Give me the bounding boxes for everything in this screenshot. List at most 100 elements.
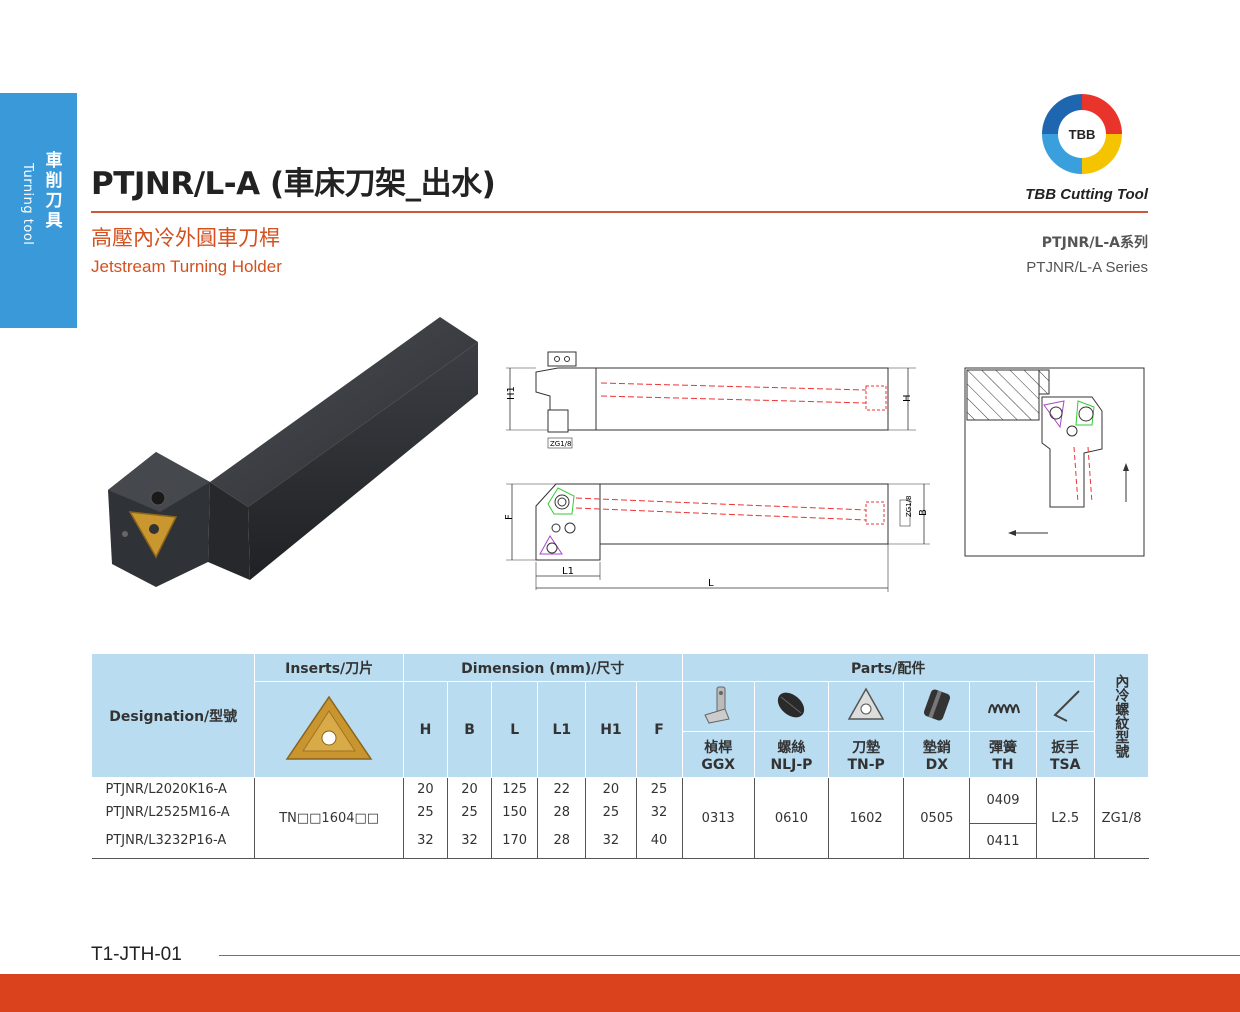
part-th-value-2: 0411 (969, 823, 1037, 859)
dim-l1-cell: 22 (537, 777, 586, 801)
pin-icon (923, 689, 950, 720)
inserts-header: Inserts/刀片 (254, 653, 404, 682)
part-code-nlj: NLJ-P (770, 756, 813, 773)
designation-cell: PTJNR/L2020K16-A (105, 781, 227, 797)
side-view-drawing: H1 H ZG1/8 (506, 351, 916, 449)
part-code-tnp: TN-P (847, 756, 885, 773)
part-name-th: 彈簧 (989, 739, 1018, 756)
designation-cell: PTJNR/L2525M16-A (105, 804, 230, 820)
dim-l-cell: 170 (491, 823, 538, 859)
logo-caption: TBB Cutting Tool (1025, 186, 1148, 203)
part-name-nlj: 螺絲 (777, 739, 806, 756)
dim-col-l: L (491, 681, 539, 778)
part-icon-cell-tsa (1035, 681, 1095, 732)
part-code-tsa: TSA (1049, 756, 1081, 773)
dim-h-cell: 20 (402, 777, 448, 801)
part-icon-cell-tnp (828, 681, 905, 732)
part-nlj-value: 0610 (753, 777, 829, 859)
insert-icon (285, 695, 373, 760)
dim-b-cell: 20 (446, 777, 492, 801)
part-ggx-value: 0313 (681, 777, 755, 859)
part-name-tsa: 扳手 (1051, 739, 1080, 756)
logo-text: TBB (1069, 127, 1096, 142)
subtitle-zh: 高壓內冷外圓車刀桿 (91, 226, 280, 250)
dim-l1-cell: 28 (537, 800, 586, 824)
coolant-thread-label: 內冷螺紋型號 (1113, 673, 1130, 758)
dim-f-cell: 40 (635, 823, 683, 859)
series-label-zh: PTJNR/L-A系列 (1041, 235, 1148, 251)
dim-l-cell: 150 (491, 800, 538, 824)
footer-divider (219, 955, 1240, 956)
dim-col-l1: L1 (537, 681, 587, 778)
dim-label-zg-top: ZG1/8 (905, 496, 913, 518)
dim-b-cell: 25 (446, 800, 492, 824)
footer-bar (0, 974, 1240, 1012)
parts-header: Parts/配件 (681, 653, 1095, 682)
page-code: T1-JTH-01 (91, 944, 182, 965)
screw-icon (778, 692, 805, 717)
dim-l-cell: 125 (491, 777, 538, 801)
lever-icon (704, 686, 730, 724)
part-icon-cell-th (969, 681, 1037, 732)
dim-h-cell: 32 (402, 823, 448, 859)
dim-h1-cell: 20 (585, 777, 636, 801)
side-category-tab: 車削刀具 Turning tool (0, 93, 77, 328)
designation-cell: PTJNR/L3232P16-A (91, 823, 255, 859)
part-code-ggx: GGX (701, 756, 736, 773)
application-view-drawing (964, 367, 1145, 557)
designation-header: Designation/型號 (90, 653, 256, 778)
series-label-en: PTJNR/L-A Series (1026, 259, 1148, 276)
part-name-ggx: 楨桿 (704, 739, 733, 756)
tbb-logo: TBB (1042, 94, 1122, 174)
dim-h-cell: 25 (402, 800, 448, 824)
dim-label-l: L (708, 578, 714, 589)
part-th-value-1: 0409 (969, 777, 1037, 824)
spec-table: Designation/型號 Inserts/刀片 Dimension (mm)… (90, 653, 1150, 859)
wrench-icon (1053, 689, 1080, 722)
dim-col-h1: H1 (585, 681, 637, 778)
page-title: PTJNR/L-A (車床刀架_出水) (91, 166, 496, 202)
coolant-thread-value: ZG1/8 (1093, 777, 1149, 859)
dim-col-f: F (635, 681, 683, 778)
dim-b-cell: 32 (446, 823, 492, 859)
dim-label-h: H (902, 394, 913, 402)
part-name-tnp: 刀墊 (852, 739, 881, 756)
part-icon-cell-dx (903, 681, 971, 732)
part-name-dx: 墊銷 (922, 739, 951, 756)
dim-l1-cell: 28 (537, 823, 586, 859)
coolant-thread-header: 內冷螺紋型號 (1093, 653, 1150, 778)
dim-col-b: B (446, 681, 493, 778)
dim-label-h1: H1 (506, 386, 517, 400)
dim-label-zg-side: ZG1/8 (550, 440, 572, 448)
table-row: PTJNR/L3232P16-A 32 32 170 28 32 40 0411 (91, 823, 1149, 859)
dim-label-f: F (504, 514, 515, 520)
part-icon-cell-nlj (753, 681, 830, 732)
dim-h1-cell: 25 (585, 800, 636, 824)
side-tab-label-en: Turning tool (20, 163, 35, 246)
part-code-th: TH (992, 756, 1014, 773)
product-photo (108, 317, 478, 587)
dim-f-cell: 25 (635, 777, 683, 801)
part-tsa-value: L2.5 (1035, 777, 1095, 859)
dimension-header: Dimension (mm)/尺寸 (402, 653, 683, 682)
part-tnp-value: 1602 (828, 777, 904, 859)
part-dx-value: 0505 (903, 777, 970, 859)
shim-icon (847, 686, 885, 720)
side-tab-label-zh: 車削刀具 (45, 151, 63, 231)
top-view-drawing: ZG1/8 B F L1 L (504, 483, 930, 592)
subtitle-en: Jetstream Turning Holder (91, 257, 282, 276)
dim-label-b: B (918, 509, 929, 516)
part-code-dx: DX (925, 756, 949, 773)
table-row: PTJNR/L2020K16-A TN□□1604□□ 20 20 125 22… (92, 777, 1149, 859)
insert-value-cell: TN□□1604□□ (254, 777, 404, 859)
dim-f-cell: 32 (635, 800, 683, 824)
dim-label-l1: L1 (562, 566, 574, 577)
part-icon-cell-ggx (681, 681, 755, 732)
insert-image-cell (254, 681, 404, 778)
title-divider (91, 211, 1148, 213)
